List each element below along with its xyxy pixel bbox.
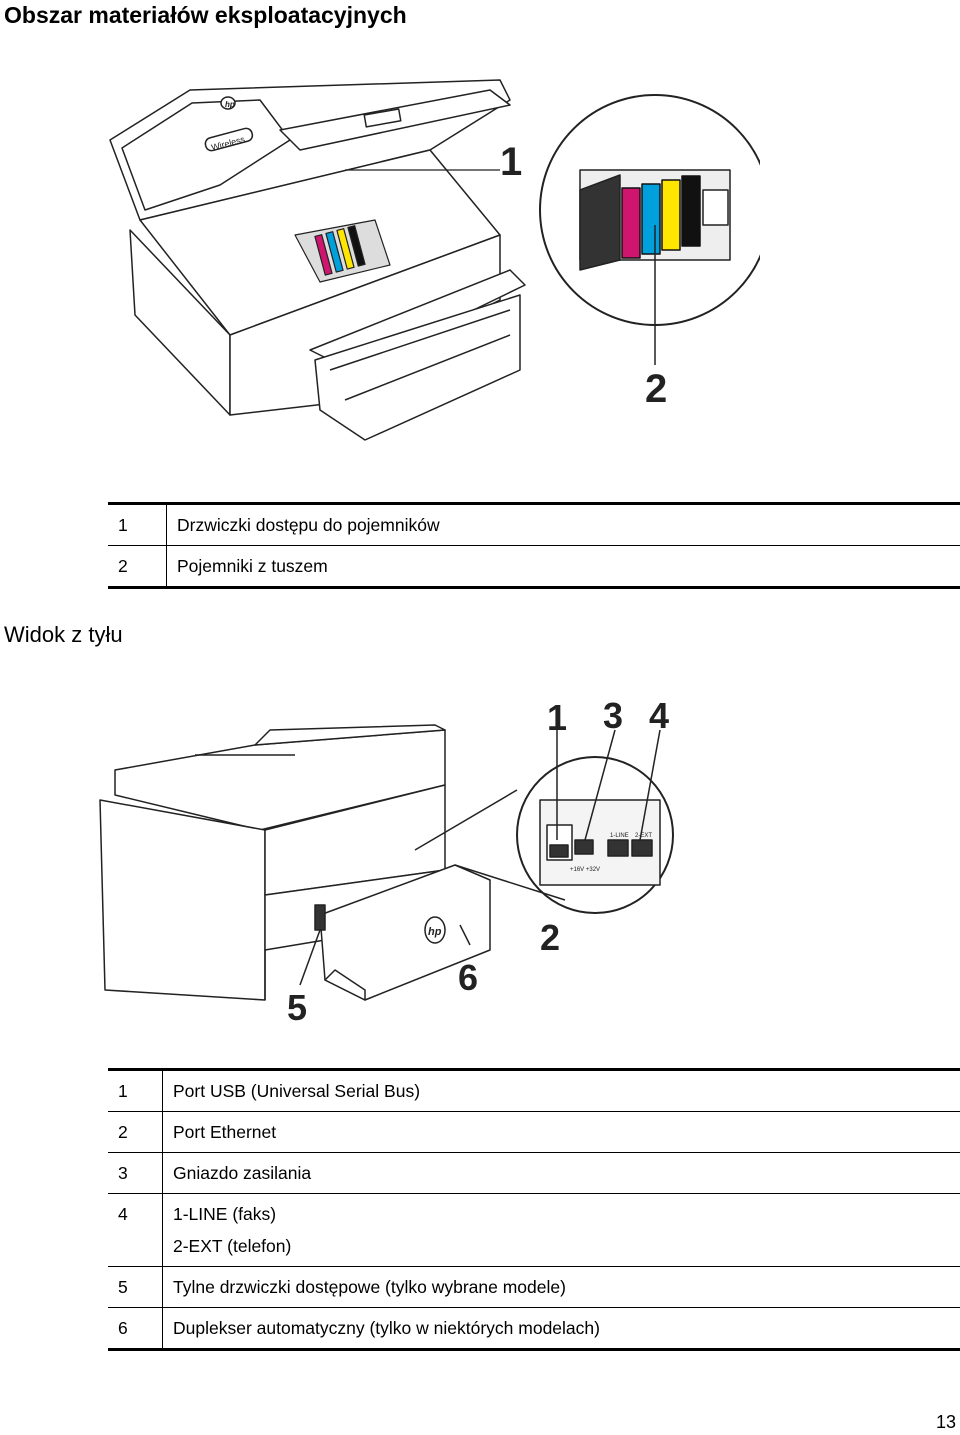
legend-number: 4: [108, 1193, 163, 1267]
legend-number: 6: [108, 1307, 163, 1350]
legend-text: Duplekser automatyczny (tylko w niektóry…: [162, 1307, 960, 1350]
callout-1: 1: [500, 140, 522, 184]
table-row: 2 Pojemniki z tuszem: [108, 545, 960, 588]
hp-logo-rear: hp: [424, 916, 446, 944]
hp-logo-top: hp: [225, 100, 235, 109]
ext-port: [631, 839, 653, 857]
callout-1: 1: [547, 697, 567, 738]
callout-2: 2: [540, 917, 560, 958]
ext-label: 2-EXT: [635, 833, 652, 839]
legend-number: 2: [108, 1111, 163, 1153]
ports-closeup: 1-LINE 2-EXT +16V +32V: [516, 756, 674, 914]
legend-number: 2: [108, 545, 167, 588]
legend-text-second: 2-EXT (telefon): [173, 1236, 292, 1256]
legend-text: Port USB (Universal Serial Bus): [173, 1081, 421, 1101]
table-row: 4 1-LINE (faks) 2-EXT (telefon): [108, 1193, 960, 1267]
legend-text-multiline: 1-LINE (faks) 2-EXT (telefon): [162, 1193, 960, 1267]
legend-text: 1-LINE (faks): [173, 1204, 277, 1224]
cartridge-magenta-small: [314, 234, 333, 276]
cartridge-cyan-small: [325, 231, 344, 273]
voltage-label: +16V +32V: [570, 867, 600, 873]
printer-rear-illustration: hp 1-LINE 2-EXT +16V +32V 1 3 4 2 5 6: [99, 695, 674, 1028]
legend-number: 3: [108, 1152, 163, 1194]
svg-text:hp: hp: [428, 926, 442, 938]
legend-number: 1: [108, 503, 167, 546]
svg-text:hp: hp: [225, 100, 235, 109]
supplies-legend-table: 1 Drzwiczki dostępu do pojemników 2 Poje…: [108, 502, 960, 589]
table-row: 2 Port Ethernet: [108, 1111, 960, 1153]
page-number: 13: [935, 1412, 956, 1432]
cartridge-black-small: [347, 225, 366, 267]
callout-6: 6: [458, 957, 478, 998]
table-row: 1 Port USB (Universal Serial Bus): [108, 1069, 960, 1112]
legend-text: Gniazdo zasilania: [162, 1152, 960, 1194]
callout-5: 5: [287, 987, 307, 1028]
legend-text: Pojemniki z tuszem: [166, 545, 960, 588]
table-row: 6 Duplekser automatyczny (tylko w niektó…: [108, 1307, 960, 1350]
legend-text: Tylne drzwiczki dostępowe (tylko wybrane…: [162, 1266, 960, 1308]
cartridge-closeup: [539, 94, 760, 326]
printer-supplies-illustration: hp Wireless 1 2: [109, 79, 760, 441]
line-label: 1-LINE: [610, 833, 629, 839]
section-title-rear-view: Widok z tyłu: [4, 622, 123, 647]
table-row: 1 Drzwiczki dostępu do pojemników: [108, 503, 960, 546]
rear-view-legend-table: 1 Port USB (Universal Serial Bus) 2 Port…: [108, 1068, 960, 1351]
cartridge-yellow-small: [336, 228, 355, 270]
legend-text: Port Ethernet: [162, 1111, 960, 1153]
callout-3: 3: [603, 695, 623, 736]
legend-number: 5: [108, 1266, 163, 1308]
callout-2: 2: [645, 367, 667, 411]
line-port: [607, 839, 629, 857]
legend-number: 1: [108, 1069, 163, 1112]
section-title-supplies: Obszar materiałów eksploatacyjnych: [4, 2, 407, 28]
power-socket: [574, 839, 594, 855]
table-row: 5 Tylne drzwiczki dostępowe (tylko wybra…: [108, 1266, 960, 1308]
callout-4: 4: [649, 695, 669, 736]
table-row: 3 Gniazdo zasilania: [108, 1152, 960, 1194]
legend-text: Drzwiczki dostępu do pojemników: [177, 515, 440, 535]
